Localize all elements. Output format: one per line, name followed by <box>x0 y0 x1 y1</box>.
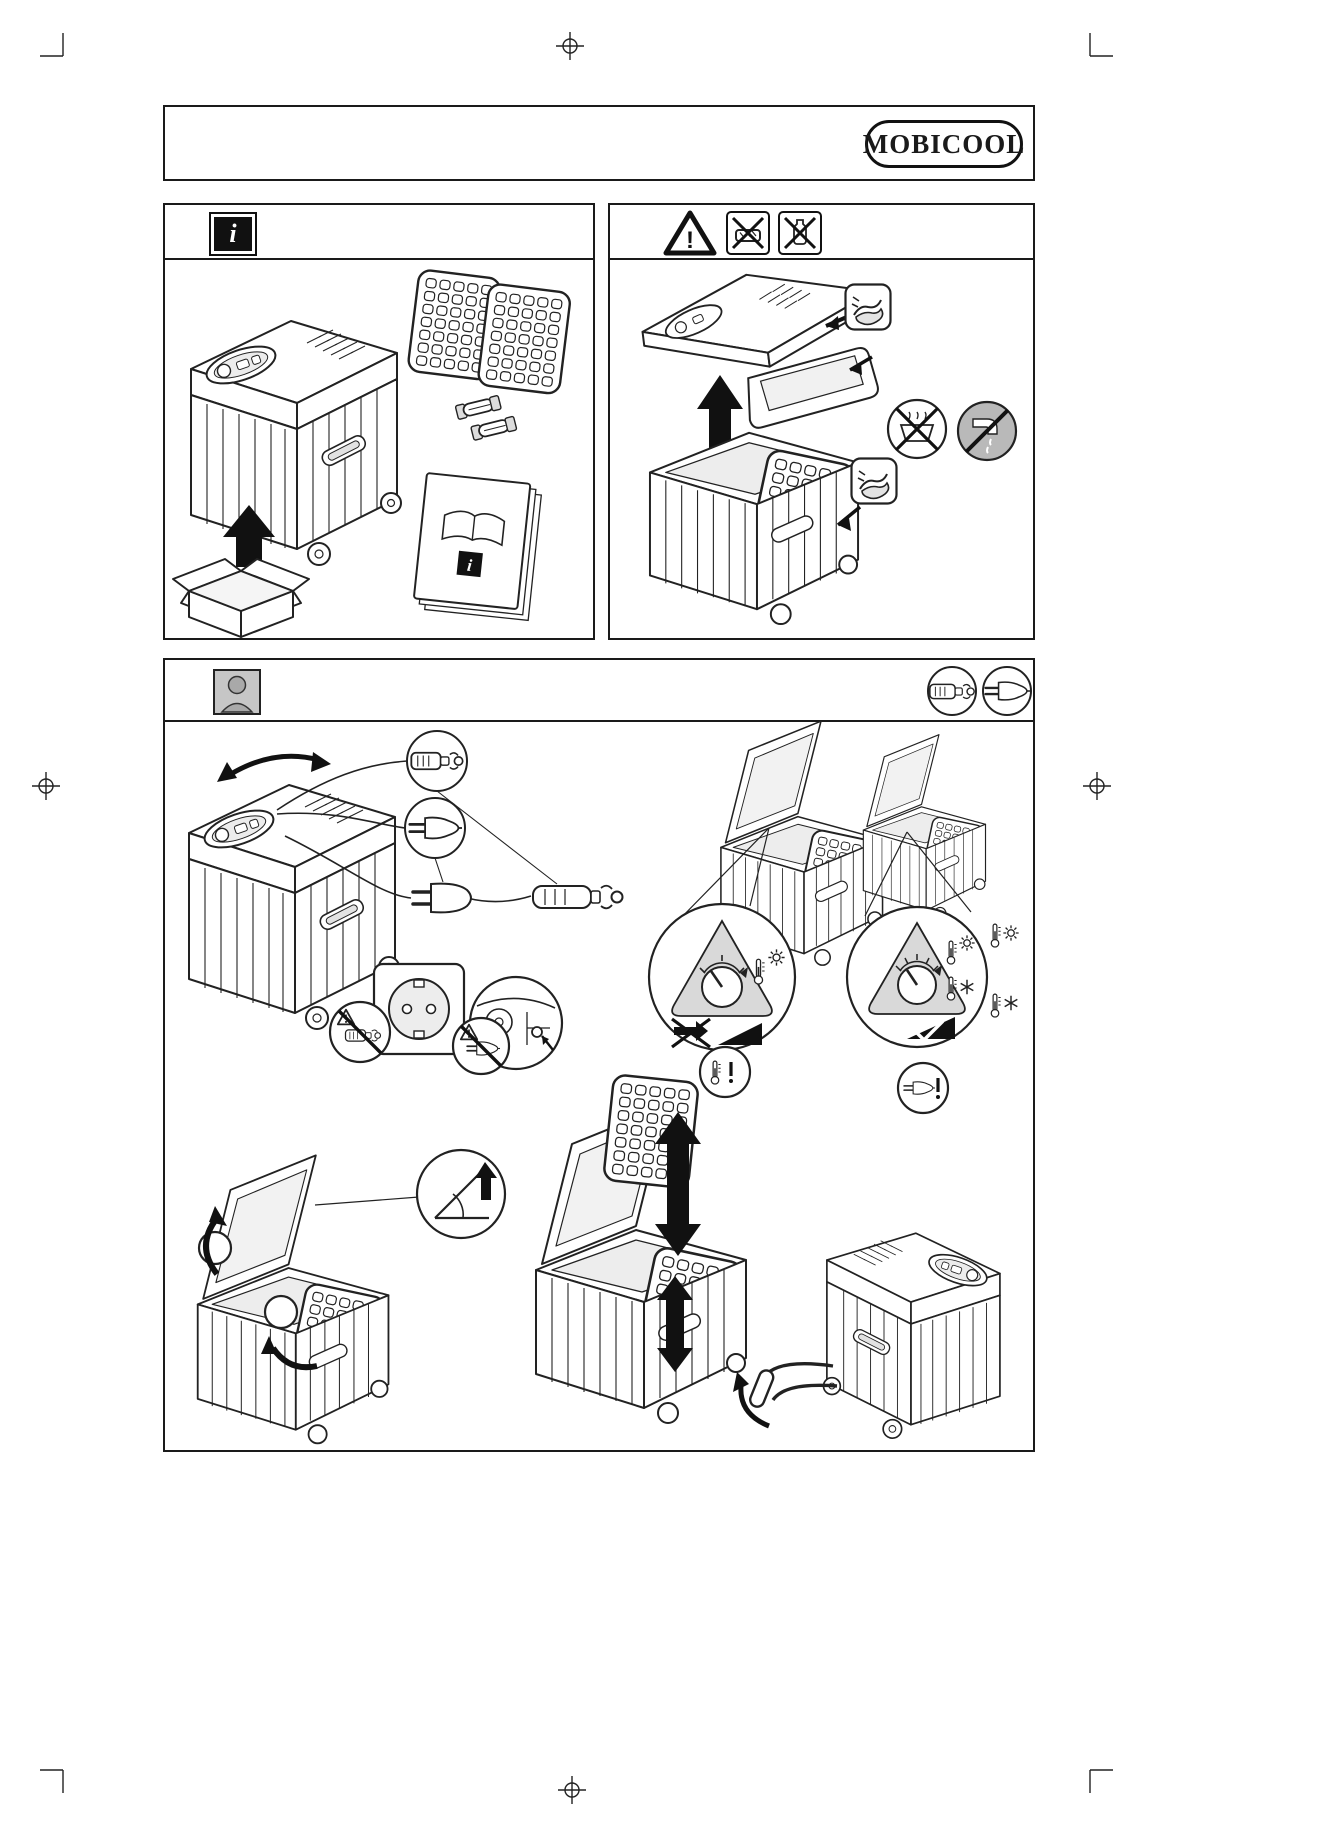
unpack-arrow <box>223 505 275 567</box>
panel-cleaning: ! <box>608 203 1035 640</box>
open-lid-cool-box <box>198 1155 389 1443</box>
panel1-header-rule <box>165 258 593 260</box>
ac-plug-circle-icon <box>982 666 1032 716</box>
title-box: MOBICOOL <box>163 105 1035 181</box>
panel-operation <box>163 658 1035 1452</box>
warm-setting-icon <box>990 923 1019 948</box>
cool-box-handle-view <box>822 1232 1001 1440</box>
cleaning-illustration <box>636 258 1018 642</box>
registration-mark-left <box>32 772 60 800</box>
latch-point-front <box>263 1294 299 1330</box>
mains-note-icon <box>896 1061 950 1115</box>
no-dishwasher-icon <box>886 398 948 460</box>
dial-adjust-arrow <box>217 752 331 782</box>
grate-insert-arrows <box>655 1112 701 1372</box>
user-icon <box>213 669 261 715</box>
crop-mark-top-right <box>1089 33 1113 57</box>
connection-cables <box>276 760 532 903</box>
panel2-header-rule <box>610 258 1033 260</box>
crop-mark-bottom-left <box>40 1769 64 1793</box>
no-scouring-pad-icon <box>726 211 770 255</box>
registration-mark-bottom <box>558 1776 586 1804</box>
brand-name: MOBICOOL <box>862 128 1026 159</box>
crop-mark-top-left <box>40 33 64 57</box>
cold-setting-icon <box>990 993 1019 1018</box>
warning-triangle-icon: ! <box>662 209 718 257</box>
panel-scope-of-delivery: i <box>163 203 595 640</box>
info-glyph: i <box>214 217 252 251</box>
ventilation-grates-illustration <box>407 269 571 394</box>
instruction-manual-illustration: i <box>413 472 543 622</box>
unpacking-illustration <box>172 505 310 638</box>
brand-logo: MOBICOOL <box>862 120 1026 168</box>
panel3-header-rule <box>165 720 1033 722</box>
no-ac-plug-in-car-icon <box>451 1016 511 1076</box>
wipe-box-arrow <box>836 505 862 527</box>
dial-leader-lines <box>676 827 972 923</box>
no-solvent-icon <box>778 211 822 255</box>
inner-lid-illustration <box>747 346 879 429</box>
wipe-cloth-icon-2 <box>850 457 898 505</box>
ac-plug-large <box>411 882 472 914</box>
registration-mark-top <box>556 32 584 60</box>
dc-plug-detail <box>406 730 468 792</box>
cool-box-illustration <box>190 320 402 566</box>
temperature-note-icon <box>698 1045 752 1099</box>
temperature-dial-230v-detail <box>845 905 989 1049</box>
crop-mark-bottom-right <box>1089 1769 1113 1793</box>
operation-illustration <box>188 666 1032 1454</box>
open-box-illustration <box>650 433 858 624</box>
angle-leader-line <box>314 1196 420 1206</box>
warning-glyph: ! <box>686 227 694 254</box>
manual-info-glyph: i <box>466 556 473 575</box>
wipe-cloth-icon <box>844 283 892 331</box>
open-cool-box-b <box>863 735 985 919</box>
lift-lid-arrow <box>697 375 743 463</box>
temperature-dial-12v-detail <box>647 902 797 1052</box>
info-icon: i <box>209 212 257 256</box>
dc-plug-circle-icon <box>927 666 977 716</box>
detail-leader-lines <box>434 790 558 885</box>
no-dc-plug-in-socket-icon <box>328 1000 392 1064</box>
pull-handle-illustration <box>733 1362 838 1429</box>
no-running-water-icon <box>956 400 1018 462</box>
spare-fuses-illustration <box>454 395 518 441</box>
dc-plug-large <box>532 884 624 910</box>
open-lid-arrows <box>203 1206 318 1371</box>
delivery-illustration: i <box>172 205 597 638</box>
lid-opening-angle-detail <box>415 1148 507 1240</box>
ac-plug-detail <box>404 797 466 859</box>
registration-mark-right <box>1083 772 1111 800</box>
